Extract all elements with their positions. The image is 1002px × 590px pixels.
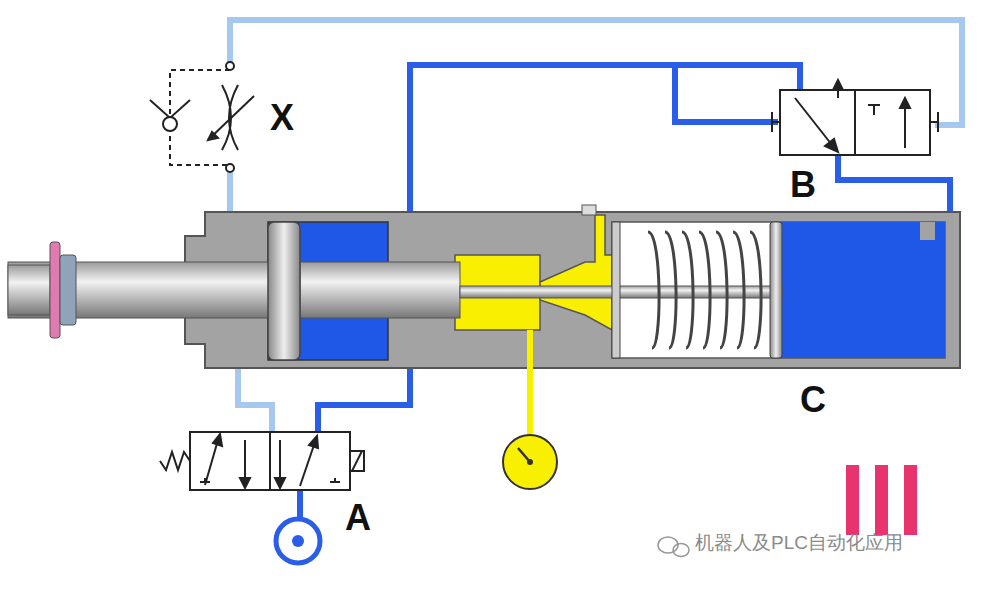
valve-label: B xyxy=(790,165,816,205)
valve-label: A xyxy=(345,498,371,538)
throttle-check-valve xyxy=(150,62,254,172)
pressure-source xyxy=(276,519,320,563)
watermark-icon xyxy=(658,537,689,557)
spring-piston xyxy=(770,222,782,358)
spring xyxy=(648,232,761,348)
valve-label: X xyxy=(270,98,294,138)
watermark: 机器人及PLC自动化应用 xyxy=(695,533,903,554)
logo-bars xyxy=(846,465,917,535)
cylinder-body xyxy=(185,205,960,489)
valve-b xyxy=(772,80,938,155)
supply-line xyxy=(300,65,950,518)
cylinder-label: C xyxy=(800,380,826,420)
pilot-line xyxy=(230,20,962,432)
pressure-gauge xyxy=(503,435,557,489)
valve-a xyxy=(160,432,364,490)
piston xyxy=(268,222,300,360)
